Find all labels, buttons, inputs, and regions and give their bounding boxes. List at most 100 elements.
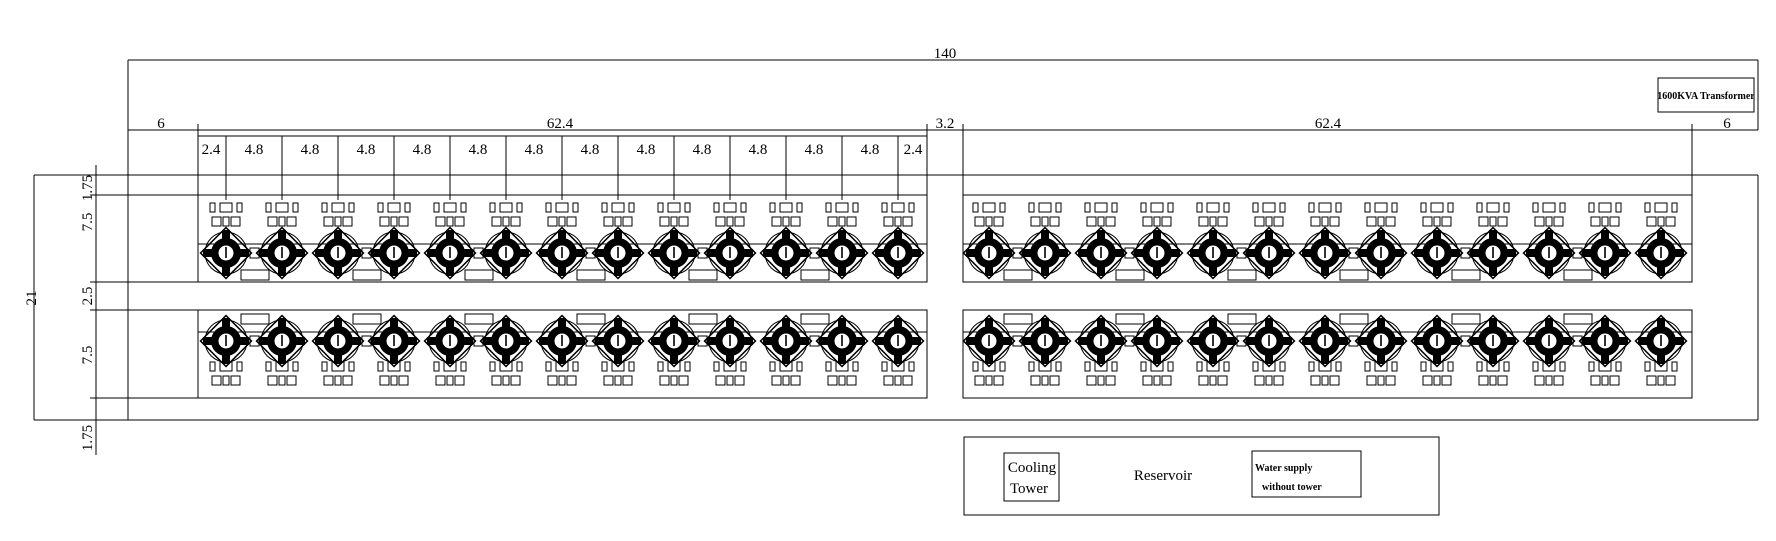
rt-box-3 (1140, 202, 1174, 227)
lb-pad-2 (352, 313, 382, 325)
fan-unit-icon (871, 314, 925, 368)
module-pitch-label: 4.8 (301, 142, 320, 158)
fan-unit-icon (1298, 226, 1352, 280)
fan-unit-icon (1074, 226, 1128, 280)
lt-box-5 (489, 202, 523, 227)
rt-box-7 (1364, 202, 1398, 227)
module-pitch-label: 4.8 (525, 142, 544, 158)
reservoir-label: Reservoir (1134, 468, 1192, 484)
fan-unit-icon (1186, 226, 1240, 280)
fan-unit-icon (535, 314, 589, 368)
rt-pad-8 (1451, 269, 1481, 281)
right-block-bot (962, 309, 1693, 399)
lt-box-9 (713, 202, 747, 227)
fan-unit-icon (255, 226, 309, 280)
total-length-label: 140 (934, 46, 957, 62)
fan-unit-icon (535, 226, 589, 280)
fan-unit-icon (367, 226, 421, 280)
module-pitch-label: 4.8 (637, 142, 656, 158)
module-pitch-label: 4.8 (861, 142, 880, 158)
fan-unit-icon (1410, 226, 1464, 280)
fan-unit-icon (1578, 314, 1632, 368)
lt-box-10 (769, 202, 803, 227)
module-pitch-label: 4.8 (581, 142, 600, 158)
fan-unit-icon (1522, 314, 1576, 368)
fan-unit-icon (591, 314, 645, 368)
fan-unit-icon (423, 226, 477, 280)
cooling-tower-label-line1: Cooling (1008, 460, 1057, 476)
reservoir-box (963, 436, 1440, 516)
module-pitch-label: 4.8 (357, 142, 376, 158)
fan-unit-icon (367, 314, 421, 368)
rt-box-2 (1084, 202, 1118, 227)
lt-box-8 (657, 202, 691, 227)
rb-pad-4 (1227, 313, 1257, 325)
module-pitch-label: 4.8 (749, 142, 768, 158)
fan-unit-icon (962, 226, 1016, 280)
lt-box-6 (545, 202, 579, 227)
fan-unit-icon (1634, 226, 1688, 280)
fan-unit-icon (759, 314, 813, 368)
rt-box-8 (1420, 202, 1454, 227)
fan-unit-icon (311, 226, 365, 280)
fan-unit-icon (423, 314, 477, 368)
rt-pad-0 (1003, 269, 1033, 281)
fan-unit-icon (479, 314, 533, 368)
fan-unit-icon (255, 314, 309, 368)
fan-unit-icon (591, 226, 645, 280)
vertical-dim-aisle: 2.5 (80, 287, 96, 306)
rt-pad-2 (1115, 269, 1145, 281)
fan-unit-icon (1354, 226, 1408, 280)
fan-unit-icon (1466, 314, 1520, 368)
fan-unit-icon (703, 314, 757, 368)
rb-pad-0 (1003, 313, 1033, 325)
fan-unit-icon (1466, 226, 1520, 280)
lt-pad-0 (240, 269, 270, 281)
fan-unit-icon (1634, 314, 1688, 368)
fan-unit-icon (815, 314, 869, 368)
fan-unit-icon (647, 226, 701, 280)
right-block-label: 62.4 (1315, 116, 1342, 132)
fan-unit-icon (815, 226, 869, 280)
module-pitch-label: 4.8 (245, 142, 264, 158)
lt-box-1 (265, 202, 299, 227)
rt-box-12 (1644, 202, 1678, 227)
fan-unit-icon (647, 314, 701, 368)
vertical-dim-top-margin: 1.75 (80, 175, 96, 201)
right-margin-label: 6 (1723, 116, 1731, 132)
lt-box-7 (601, 202, 635, 227)
fan-unit-icon (311, 314, 365, 368)
water-supply-label-line2: without tower (1262, 482, 1322, 493)
lt-pad-10 (800, 269, 830, 281)
module-pitch-label: 4.8 (413, 142, 432, 158)
vertical-dim-bottom-margin: 1.75 (80, 425, 96, 451)
lb-pad-4 (464, 313, 494, 325)
fan-unit-icon (199, 314, 253, 368)
rt-box-4 (1196, 202, 1230, 227)
left-margin-label: 6 (157, 116, 165, 132)
rt-box-11 (1588, 202, 1622, 227)
outline-lines (33, 59, 1759, 455)
fan-unit-icon (1410, 314, 1464, 368)
lt-pad-2 (352, 269, 382, 281)
fan-unit-icon (1298, 314, 1352, 368)
fan-unit-icon (1074, 314, 1128, 368)
fan-unit-icon (1130, 226, 1184, 280)
fan-unit-icon (1018, 226, 1072, 280)
fan-unit-icon (1354, 314, 1408, 368)
lt-pad-6 (576, 269, 606, 281)
total-width-label: 21 (24, 291, 40, 306)
left-block-bot (197, 309, 928, 399)
fan-unit-icon (1018, 314, 1072, 368)
lb-pad-8 (688, 313, 718, 325)
right-block-top (962, 194, 1693, 283)
rt-pad-6 (1339, 269, 1369, 281)
middle-gap-label: 3.2 (936, 116, 955, 132)
rt-box-1 (1028, 202, 1062, 227)
lb-pad-6 (576, 313, 606, 325)
fan-unit-icon (479, 226, 533, 280)
fan-unit-icon (1242, 314, 1296, 368)
rt-box-0 (972, 202, 1006, 227)
rb-pad-10 (1563, 313, 1593, 325)
